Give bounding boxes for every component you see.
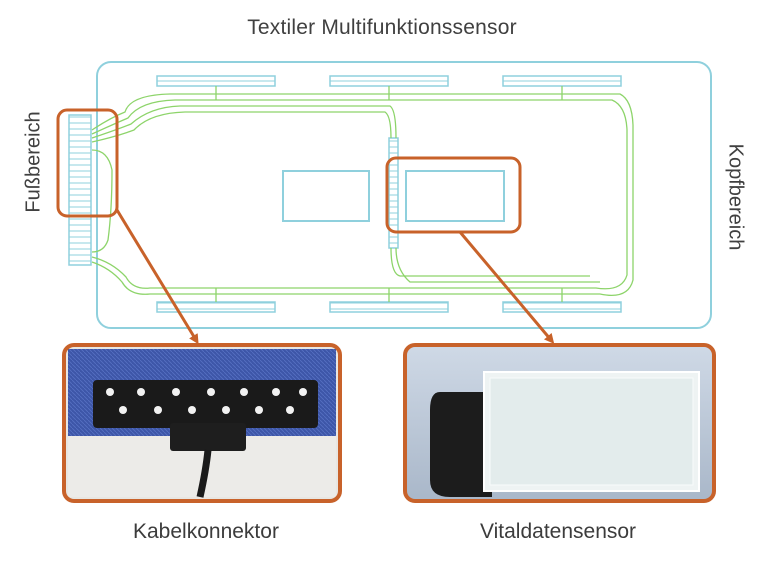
connector-caption: Kabelkonnektor: [133, 520, 279, 543]
sensor-pad-left: [282, 170, 370, 222]
sensor-strip: [502, 75, 622, 87]
sensor-strip: [329, 301, 449, 313]
cable: [196, 449, 212, 498]
top-sensor-strips: [156, 75, 622, 87]
connector-holes: [106, 388, 307, 414]
vital-sensor-photo: [403, 343, 716, 503]
conductive-wiring: [91, 86, 634, 302]
connector-photo: [62, 343, 342, 503]
vital-sensor-caption: Vitaldatensensor: [480, 520, 637, 543]
vital-sensor-highlight-box: [385, 156, 522, 234]
diagram-title: Textiler Multifunktionssensor: [247, 16, 517, 39]
sensor-pad-right: [405, 170, 505, 222]
arrow-to-sensor-photo: [458, 231, 555, 344]
sensor-strip: [329, 75, 449, 87]
connector-plate: [93, 380, 318, 428]
mat-outline: [96, 61, 712, 329]
sensor-strip: [156, 75, 276, 87]
bottom-sensor-strips: [156, 301, 622, 313]
connector-housing: [170, 423, 246, 451]
connector-column: [68, 114, 92, 266]
connector-highlight-box: [56, 108, 119, 218]
sensor-black-pad: [430, 392, 492, 497]
center-sensor-strip: [388, 137, 399, 249]
arrow-to-connector-photo: [115, 209, 199, 345]
